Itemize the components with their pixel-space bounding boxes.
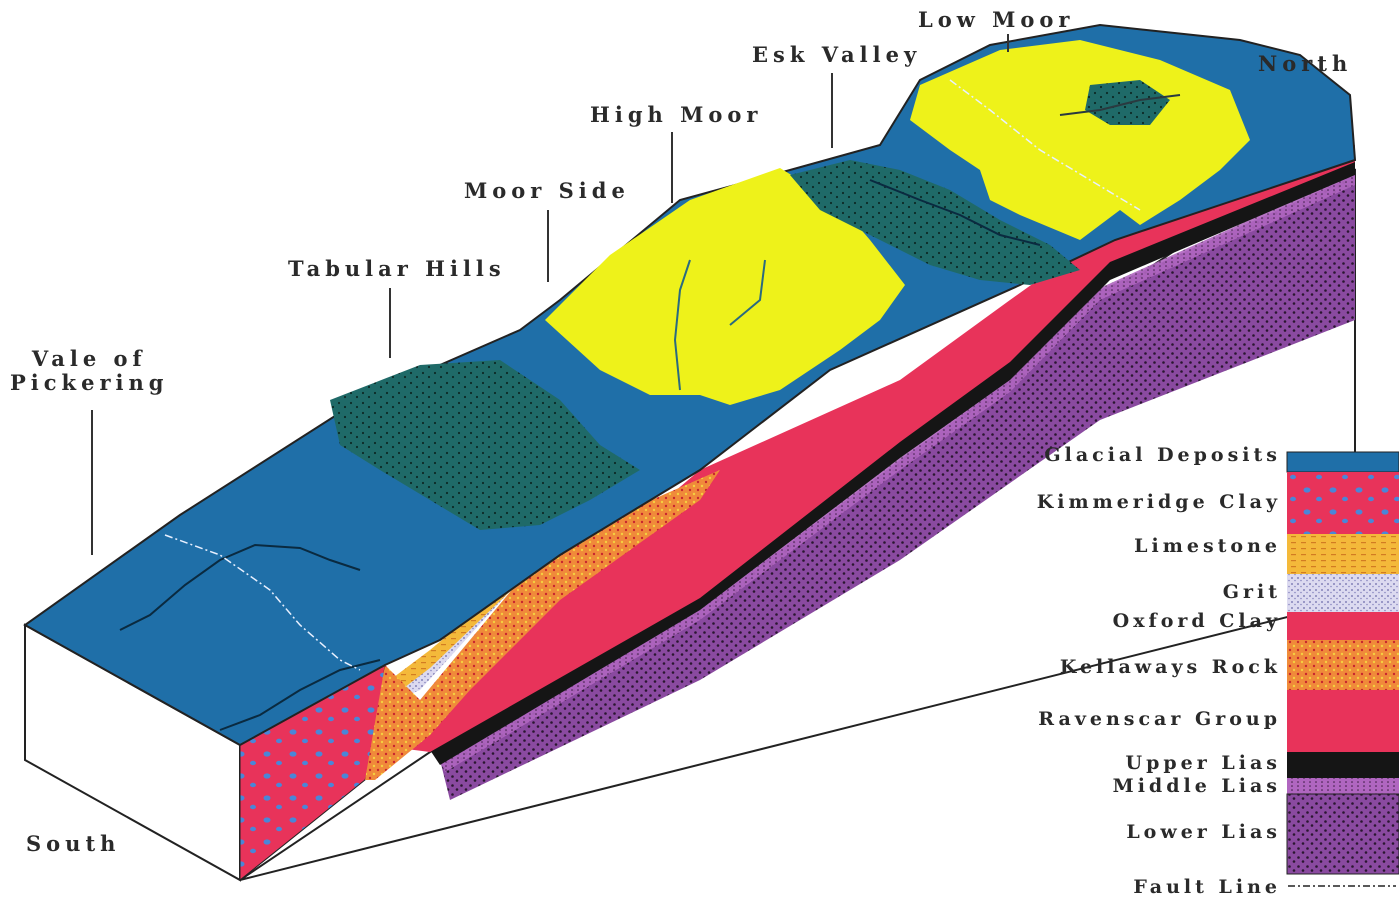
legend-label-kimmeridge-clay: Kimmeridge Clay: [1037, 491, 1281, 513]
legend-swatch-ravenscar: [1287, 690, 1399, 752]
legend-label-lower-lias: Lower Lias: [1126, 821, 1281, 843]
legend-label-fault-line: Fault Line: [1133, 876, 1281, 898]
legend-label-ravenscar-group: Ravenscar Group: [1038, 708, 1281, 730]
label-north: North: [1258, 52, 1352, 76]
legend-swatch-lower-lias: [1287, 794, 1399, 874]
legend-label-grit: Grit: [1223, 581, 1281, 603]
legend-swatch-limestone: [1287, 534, 1399, 574]
label-vale-line2: Pickering: [10, 371, 168, 395]
legend-label-middle-lias: Middle Lias: [1113, 775, 1281, 797]
legend-swatch-middle-lias: [1287, 778, 1399, 794]
label-tabular-hills: Tabular Hills: [288, 257, 506, 281]
legend-swatch-upper-lias: [1287, 752, 1399, 778]
legend-swatch-glacial: [1287, 452, 1399, 472]
legend-label-oxford-clay: Oxford Clay: [1113, 610, 1281, 632]
label-vale-of-pickering: Vale of Pickering: [10, 347, 168, 395]
legend-swatches: [1287, 452, 1399, 874]
legend-swatch-oxford: [1287, 612, 1399, 640]
legend-swatch-kimmeridge: [1287, 472, 1399, 534]
label-low-moor: Low Moor: [918, 8, 1074, 32]
label-south: South: [26, 832, 120, 856]
label-vale-line1: Vale of: [10, 347, 168, 371]
label-high-moor: High Moor: [590, 103, 762, 127]
legend-label-upper-lias: Upper Lias: [1126, 752, 1281, 774]
legend-label-limestone: Limestone: [1134, 535, 1281, 557]
legend-swatch-kellaways: [1287, 640, 1399, 690]
label-moor-side: Moor Side: [464, 179, 630, 203]
label-esk-valley: Esk Valley: [752, 43, 921, 67]
legend-label-glacial-deposits: Glacial Deposits: [1044, 444, 1281, 466]
legend-swatch-grit: [1287, 574, 1399, 612]
legend-label-kellaways-rock: Kellaways Rock: [1060, 656, 1281, 678]
